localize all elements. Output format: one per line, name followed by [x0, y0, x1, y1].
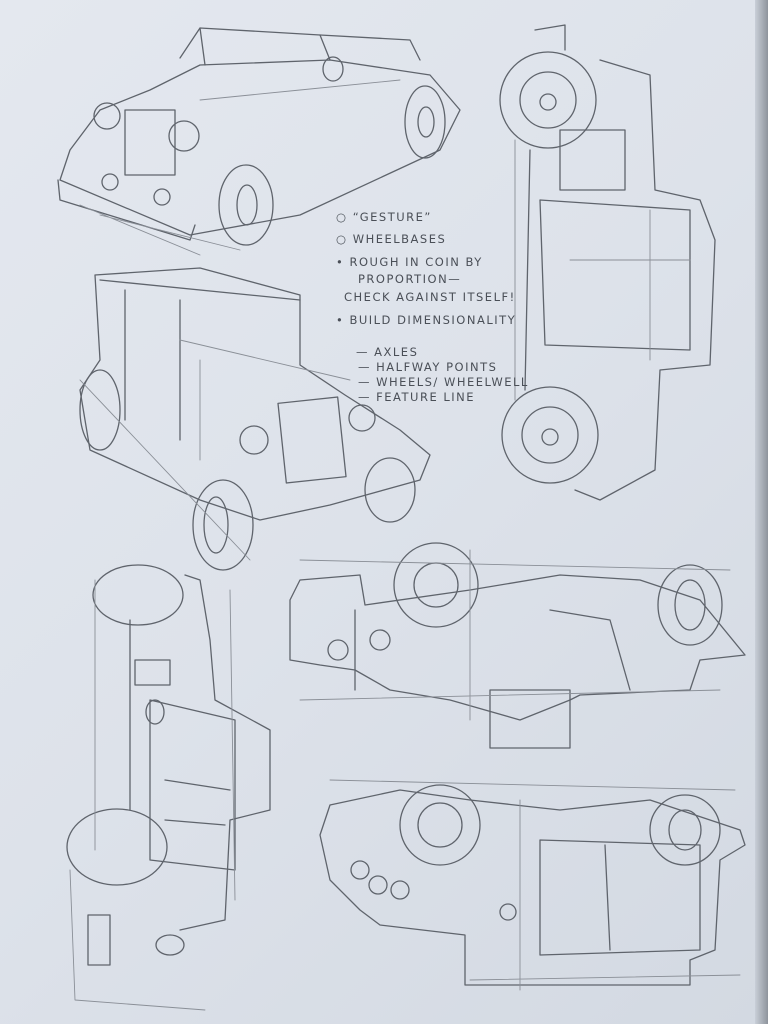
note-text: FEATURE LINE: [376, 390, 476, 404]
note-bullet-rough-in: • ROUGH IN COIN BY: [336, 255, 483, 269]
note-sub-feature-line: — FEATURE LINE: [358, 390, 476, 404]
note-text: WHEELBASES: [352, 232, 447, 246]
convertible-three-quarter-sketch: [57, 27, 461, 256]
note-text: WHEELS/ WHEELWELL: [376, 375, 529, 389]
paper-edge: [755, 0, 768, 1024]
note-check: CHECK AGAINST ITSELF!: [344, 290, 516, 304]
note-bullet-gesture: ○ “GESTURE”: [336, 210, 432, 224]
car-top-view-sketch: [499, 24, 716, 501]
note-text: “GESTURE”: [352, 210, 432, 224]
note-text: HALFWAY POINTS: [376, 360, 498, 374]
note-sub-axles: — AXLES: [356, 345, 419, 359]
note-sub-wheels: — WHEELS/ WHEELWELL: [358, 375, 529, 389]
note-text: AXLES: [374, 345, 419, 359]
note-text: ROUGH IN COIN BY: [349, 255, 483, 269]
note-bullet-wheelbases: ○ WHEELBASES: [336, 232, 447, 246]
note-sub-halfway: — HALFWAY POINTS: [358, 360, 498, 374]
car-top-view-lower-left-sketch: [66, 564, 271, 1011]
car-underside-view-bottom-sketch: [319, 779, 746, 991]
note-proportion: PROPORTION—: [358, 272, 462, 286]
car-underside-view-middle-sketch: [289, 542, 746, 749]
note-text: BUILD DIMENSIONALITY: [349, 313, 517, 327]
note-bullet-dimensionality: • BUILD DIMENSIONALITY: [336, 313, 517, 327]
sedan-front-three-quarter-sketch: [79, 267, 431, 571]
